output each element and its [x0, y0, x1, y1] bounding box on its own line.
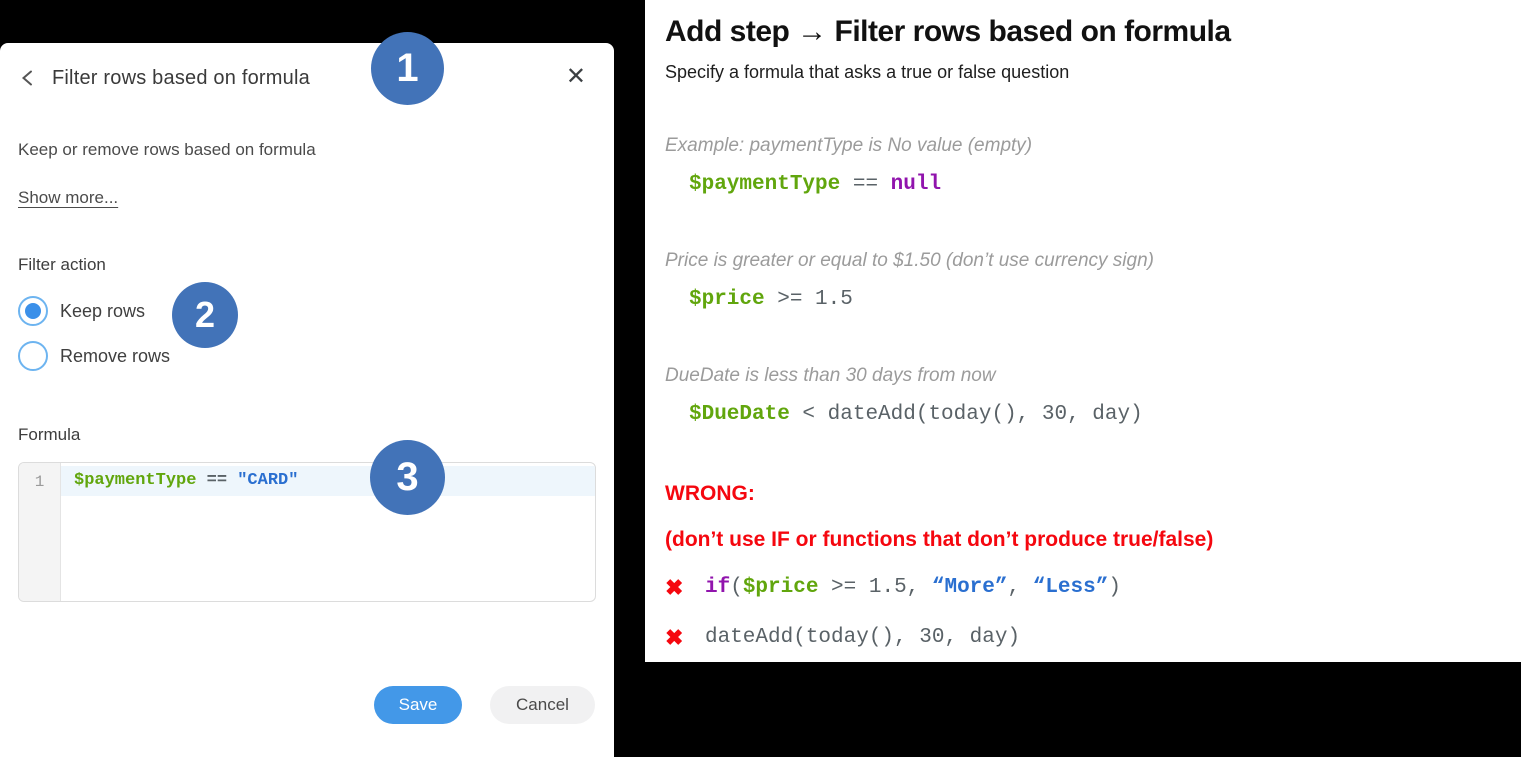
- example-comment: Price is greater or equal to $1.50 (don’…: [665, 250, 1154, 271]
- radio-keep-rows[interactable]: Keep rows: [18, 295, 596, 327]
- example-code: $paymentType == null: [689, 173, 942, 196]
- instructions-panel: Add step → Filter rows based on formula …: [645, 0, 1521, 662]
- formula-label: Formula: [18, 425, 81, 444]
- example-comment: Example: paymentType is No value (empty): [665, 135, 1033, 156]
- close-icon[interactable]: ✕: [565, 63, 586, 90]
- radio-keep-rows-label: Keep rows: [60, 300, 146, 321]
- example-code: $price >= 1.5: [689, 288, 853, 311]
- save-button[interactable]: Save: [374, 686, 462, 724]
- example-block: Example: paymentType is No value (empty)…: [665, 134, 1501, 199]
- radio-remove-rows-label: Remove rows: [60, 345, 171, 366]
- wrong-example: ✖ if($price >= 1.5, “More”, “Less”): [665, 573, 1501, 603]
- formula-code-line[interactable]: $paymentType == "CARD": [61, 466, 595, 496]
- dialog-footer: Save Cancel: [374, 686, 595, 724]
- filter-rows-dialog: Filter rows based on formula ✕ Keep or r…: [0, 43, 614, 757]
- cross-mark-icon: ✖: [665, 625, 684, 650]
- step-badge-3: 3: [370, 440, 445, 515]
- panel-title: Add step → Filter rows based on formula: [665, 15, 1231, 48]
- formula-editor[interactable]: 1 $paymentType == "CARD": [18, 462, 596, 602]
- line-number: 1: [34, 473, 45, 491]
- wrong-note: (don’t use IF or functions that don’t pr…: [665, 528, 1214, 551]
- wrong-example: ✖ dateAdd(today(), 30, day): [665, 623, 1501, 653]
- wrong-heading: WRONG:: [665, 482, 755, 505]
- panel-subtitle: Specify a formula that asks a true or fa…: [665, 62, 1070, 82]
- step-badge-1: 1: [371, 32, 444, 105]
- wrong-code: dateAdd(today(), 30, day): [705, 626, 1021, 649]
- dialog-header: Filter rows based on formula ✕: [18, 63, 596, 93]
- example-block: DueDate is less than 30 days from now $D…: [665, 364, 1501, 429]
- radio-circle-icon[interactable]: [18, 296, 48, 326]
- dialog-description: Keep or remove rows based on formula: [18, 140, 316, 159]
- example-comment: DueDate is less than 30 days from now: [665, 365, 996, 386]
- example-code: $DueDate < dateAdd(today(), 30, day): [689, 403, 1143, 426]
- radio-circle-icon[interactable]: [18, 341, 48, 371]
- line-number-gutter: 1: [19, 463, 61, 601]
- filter-action-label: Filter action: [18, 255, 106, 274]
- cancel-button[interactable]: Cancel: [490, 686, 595, 724]
- example-block: Price is greater or equal to $1.50 (don’…: [665, 249, 1501, 314]
- code-area[interactable]: $paymentType == "CARD": [61, 463, 595, 601]
- show-more-link[interactable]: Show more...: [18, 188, 119, 207]
- wrong-code: if($price >= 1.5, “More”, “Less”): [705, 576, 1121, 599]
- dialog-title: Filter rows based on formula: [52, 66, 310, 89]
- radio-remove-rows[interactable]: Remove rows: [18, 340, 596, 372]
- step-badge-2: 2: [172, 282, 238, 348]
- cross-mark-icon: ✖: [665, 575, 684, 600]
- back-chevron-icon[interactable]: [18, 68, 38, 88]
